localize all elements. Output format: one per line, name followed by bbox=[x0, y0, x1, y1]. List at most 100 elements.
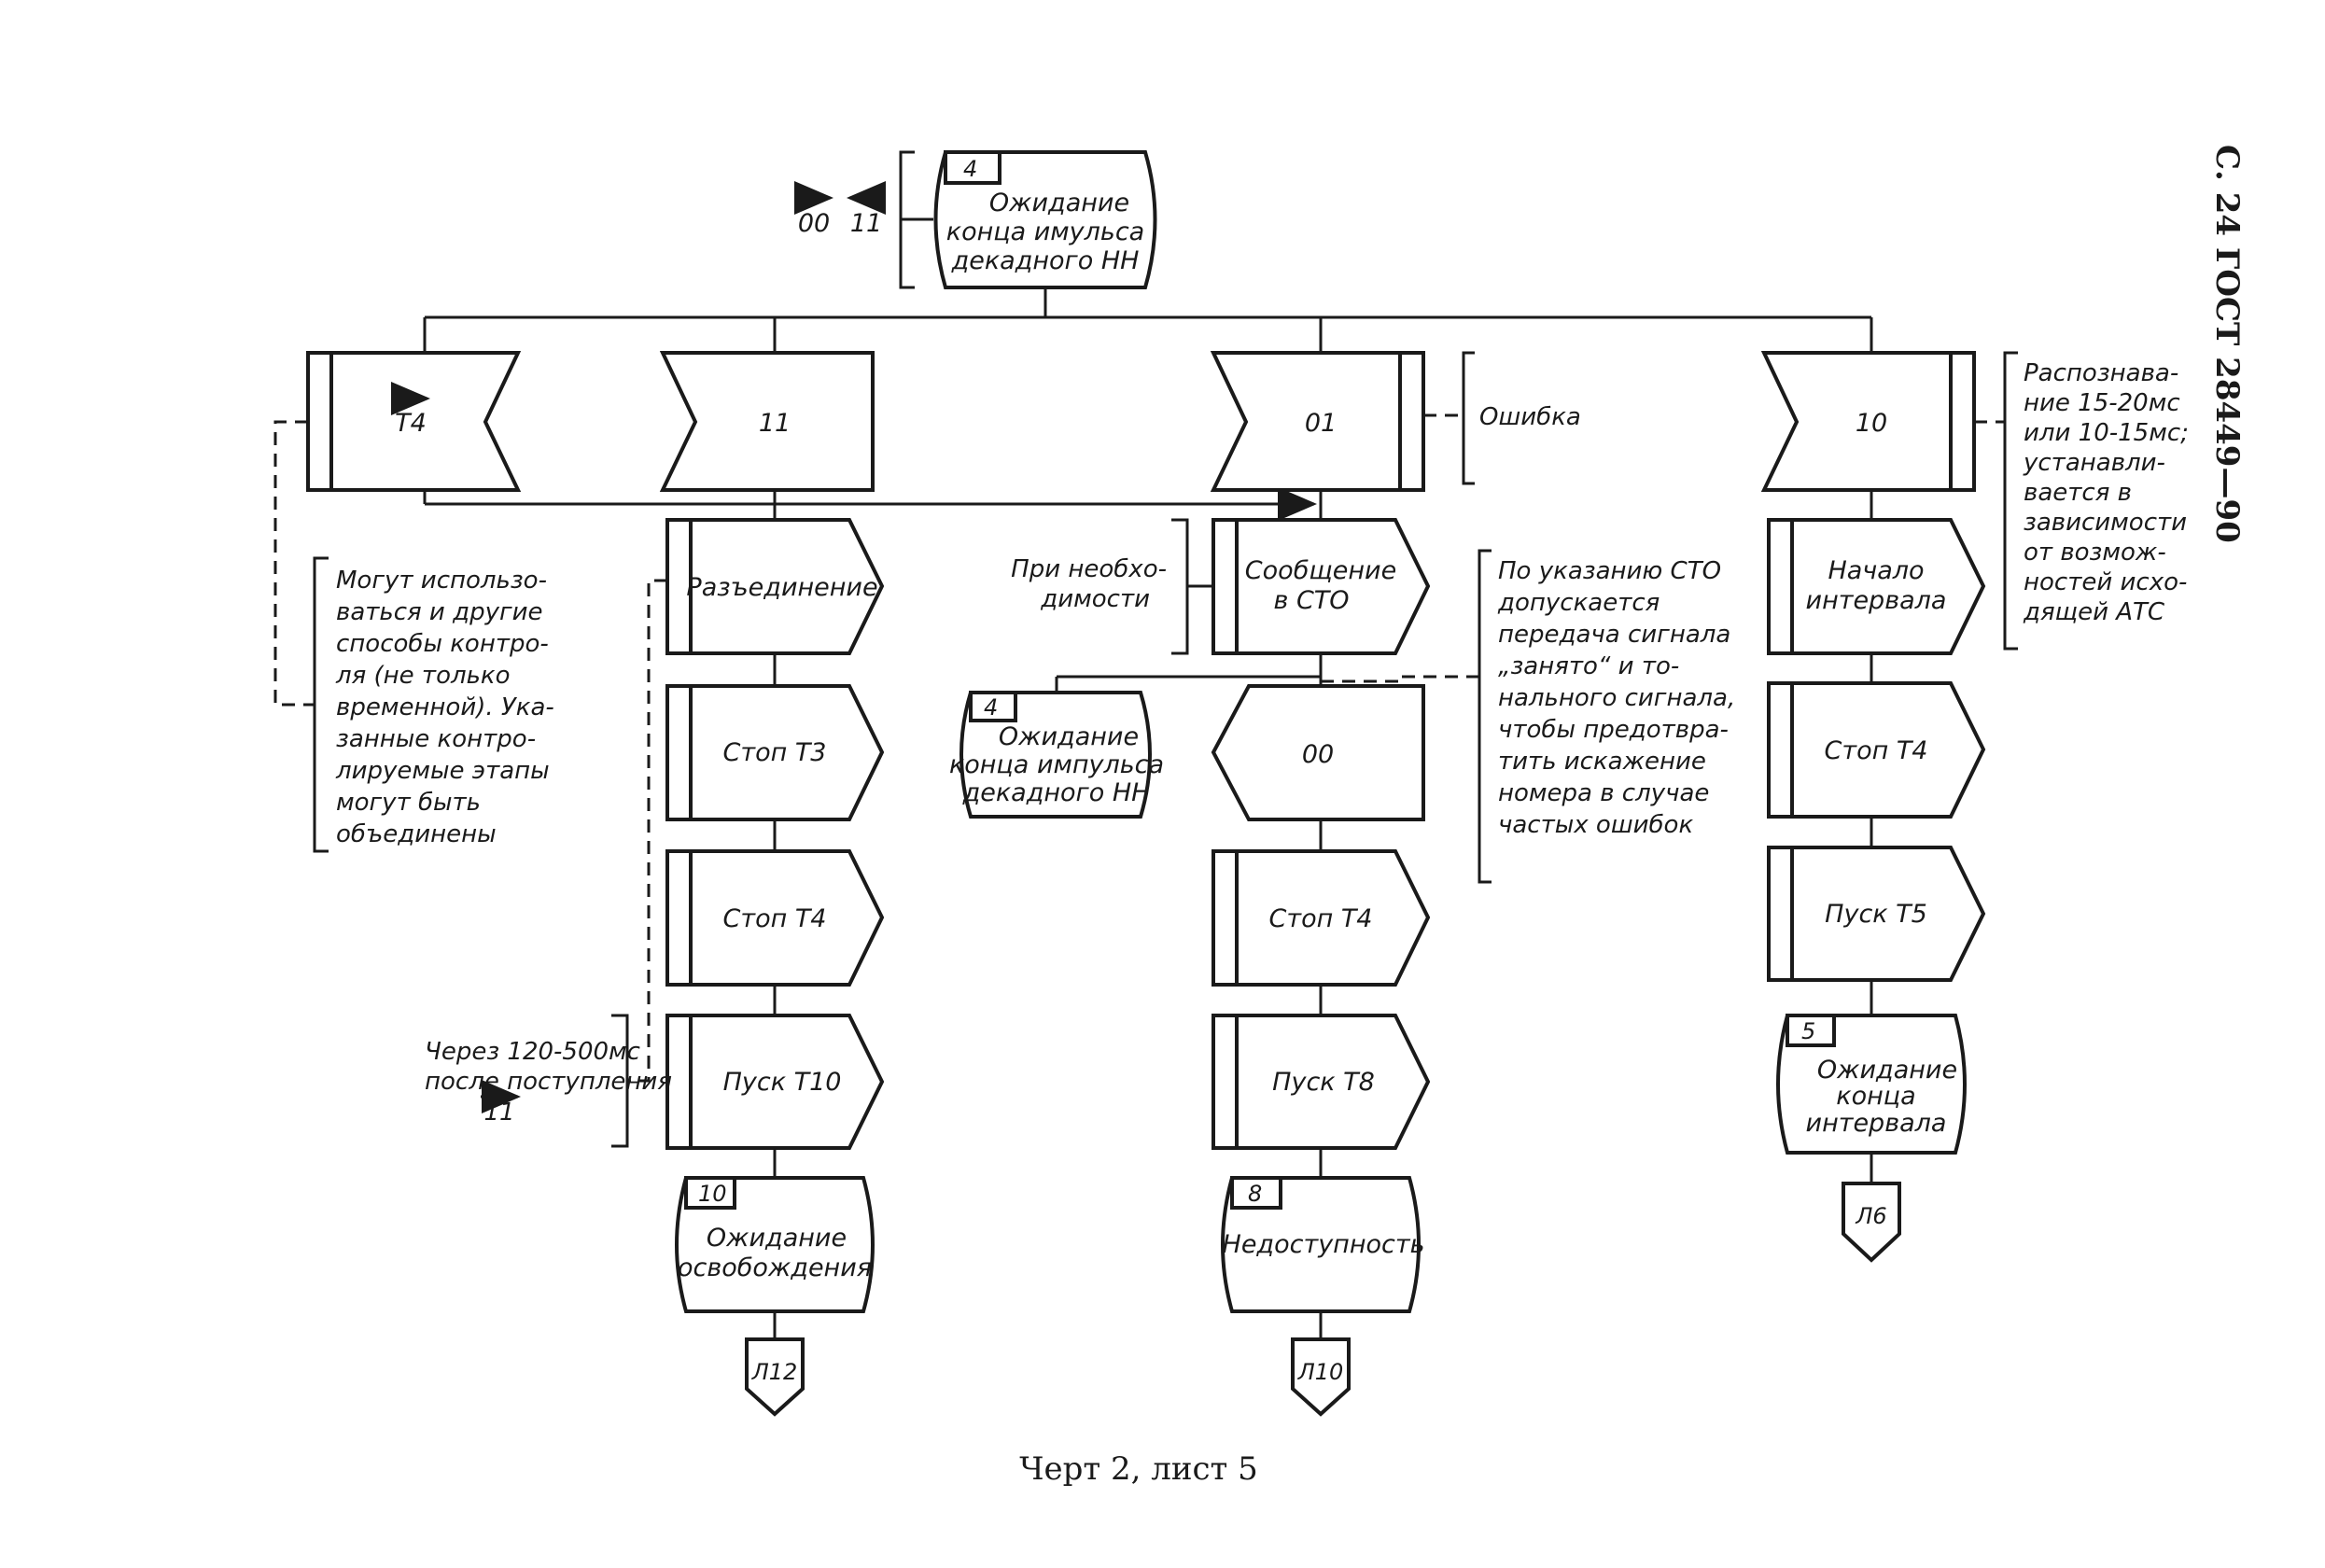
svg-text:чтобы предотвра-: чтобы предотвра- bbox=[1498, 716, 1729, 744]
note-recognition: Распознава- ние 15-20мс или 10-15мс; уст… bbox=[1974, 351, 2189, 651]
svg-text:передача сигнала: передача сигнала bbox=[1498, 621, 1730, 649]
svg-text:Л6: Л6 bbox=[1855, 1203, 1886, 1229]
svg-text:димости: димости bbox=[1040, 585, 1150, 613]
svg-text:Ожидание: Ожидание bbox=[1817, 1056, 1957, 1085]
svg-text:Сообщение: Сообщение bbox=[1245, 556, 1396, 585]
svg-text:вается в: вается в bbox=[2024, 479, 2132, 507]
input-label: 11 bbox=[759, 409, 791, 438]
state-number: 4 bbox=[963, 156, 977, 182]
svg-text:Л12: Л12 bbox=[751, 1359, 798, 1385]
task-pusk-t8: Пуск Т8 bbox=[1212, 1014, 1431, 1150]
top-signals-bracket: 00 11 bbox=[794, 150, 933, 289]
state-4-side: 4 Ожидание конца импульса декадного НН bbox=[949, 691, 1164, 819]
svg-text:Ожидание: Ожидание bbox=[999, 722, 1139, 751]
input-label: T4 bbox=[395, 409, 427, 438]
svg-text:объединены: объединены bbox=[336, 820, 497, 848]
svg-text:ностей исхо-: ностей исхо- bbox=[2024, 568, 2187, 596]
signal-00-label: 00 bbox=[798, 209, 830, 238]
task-pusk-t5: Пуск Т5 bbox=[1767, 846, 1986, 982]
input-01: 01 bbox=[1210, 351, 1425, 492]
connector-l6: Л6 bbox=[1842, 1182, 1901, 1263]
note-error: Ошибка bbox=[1423, 351, 1581, 485]
svg-text:При необхо-: При необхо- bbox=[1011, 555, 1167, 583]
note-control-methods: Могут использо- ваться и другие способы … bbox=[273, 420, 554, 853]
note-necessity: При необхо- димости bbox=[1011, 518, 1213, 655]
svg-text:тить искажение: тить искажение bbox=[1498, 748, 1706, 776]
svg-text:интервала: интервала bbox=[1806, 586, 1947, 615]
note-delay: Через 120-500мс после поступления 11 bbox=[425, 579, 672, 1148]
column-11: Разъединение Стоп Т3 Стоп Т4 Пуск Т10 10… bbox=[665, 518, 885, 1417]
svg-text:конца: конца bbox=[1836, 1082, 1915, 1111]
task-pusk-t10: Пуск Т10 bbox=[665, 1014, 885, 1150]
svg-text:освобождения: освобождения bbox=[678, 1253, 872, 1282]
svg-text:Через 120-500мс: Через 120-500мс bbox=[425, 1038, 640, 1066]
input-10: 10 bbox=[1760, 351, 1976, 492]
svg-text:частых ошибок: частых ошибок bbox=[1498, 811, 1693, 839]
svg-text:лируемые этапы: лируемые этапы bbox=[335, 757, 550, 785]
svg-text:Пуск Т10: Пуск Т10 bbox=[723, 1068, 842, 1097]
state-8: 8 Недоступность bbox=[1221, 1176, 1425, 1313]
svg-text:Ошибка: Ошибка bbox=[1479, 403, 1581, 431]
svg-text:Недоступность: Недоступность bbox=[1223, 1230, 1425, 1259]
state-line: Ожидание bbox=[989, 189, 1129, 217]
svg-text:нального сигнала,: нального сигнала, bbox=[1498, 684, 1735, 712]
state-line: конца имульса bbox=[946, 217, 1144, 246]
svg-text:Пуск Т5: Пуск Т5 bbox=[1825, 900, 1927, 929]
svg-text:Л10: Л10 bbox=[1297, 1359, 1344, 1385]
svg-text:„занято“ и то-: „занято“ и то- bbox=[1498, 652, 1679, 680]
output-00: 00 bbox=[1211, 684, 1425, 821]
task-nachalo-intervala: Начало интервала bbox=[1767, 518, 1986, 655]
flow-lines bbox=[423, 287, 1873, 1339]
svg-text:после поступления: после поступления bbox=[425, 1068, 672, 1096]
svg-text:Могут использо-: Могут использо- bbox=[336, 567, 547, 595]
svg-text:от возмож-: от возмож- bbox=[2024, 539, 2166, 567]
svg-text:или 10-15мс;: или 10-15мс; bbox=[2024, 419, 2189, 447]
svg-text:могут быть: могут быть bbox=[336, 789, 481, 817]
signal-11-label: 11 bbox=[850, 209, 882, 238]
svg-text:Стоп Т4: Стоп Т4 bbox=[722, 904, 826, 933]
svg-text:Стоп Т3: Стоп Т3 bbox=[722, 738, 826, 767]
svg-text:интервала: интервала bbox=[1806, 1109, 1947, 1138]
state-5: 5 Ожидание конца интервала bbox=[1776, 1014, 1967, 1155]
task-soobshchenie-v-sto: Сообщение в СТО bbox=[1212, 518, 1431, 655]
svg-text:устанавли-: устанавли- bbox=[2023, 449, 2165, 477]
state-10: 10 Ожидание освобождения bbox=[675, 1176, 875, 1313]
task-stop-t4: Стоп Т4 bbox=[1767, 681, 1986, 819]
svg-text:способы контро-: способы контро- bbox=[336, 630, 549, 658]
svg-text:11: 11 bbox=[483, 1099, 514, 1127]
svg-text:Стоп Т4: Стоп Т4 bbox=[1824, 736, 1927, 765]
svg-text:зависимости: зависимости bbox=[2024, 509, 2187, 537]
svg-text:Разъединение: Разъединение bbox=[686, 573, 877, 602]
input-11: 11 bbox=[659, 351, 875, 492]
svg-text:временной). Ука-: временной). Ука- bbox=[336, 693, 554, 721]
input-label: 10 bbox=[1856, 409, 1887, 438]
svg-text:По указанию СТО: По указанию СТО bbox=[1498, 557, 1721, 585]
input-label: 01 bbox=[1305, 409, 1337, 438]
svg-text:дящей АТС: дящей АТС bbox=[2023, 598, 2165, 626]
state-number: 5 bbox=[1801, 1018, 1815, 1044]
svg-text:00: 00 bbox=[1302, 740, 1334, 769]
svg-text:ля (не только: ля (не только bbox=[335, 662, 511, 690]
connector-l12: Л12 bbox=[745, 1337, 805, 1417]
svg-text:в СТО: в СТО bbox=[1273, 586, 1349, 615]
svg-text:Распознава-: Распознава- bbox=[2024, 359, 2178, 387]
state-line: декадного НН bbox=[951, 246, 1140, 275]
input-t4: T4 bbox=[306, 351, 522, 492]
page-header: С. 24 ГОСТ 28449—90 bbox=[2208, 145, 2246, 543]
svg-text:ние 15-20мс: ние 15-20мс bbox=[2024, 389, 2180, 417]
svg-text:Начало: Начало bbox=[1828, 556, 1924, 585]
state-number: 4 bbox=[984, 694, 998, 721]
column-01: Сообщение в СТО 00 Стоп Т4 Пуск Т8 8 Нед… bbox=[949, 518, 1431, 1417]
state-number: 8 bbox=[1248, 1181, 1262, 1207]
state-number: 10 bbox=[698, 1181, 727, 1207]
svg-text:Стоп Т4: Стоп Т4 bbox=[1268, 904, 1372, 933]
svg-text:Пуск Т8: Пуск Т8 bbox=[1272, 1068, 1375, 1097]
svg-text:Ожидание: Ожидание bbox=[707, 1224, 847, 1253]
figure-caption: Черт 2, лист 5 bbox=[1019, 1450, 1258, 1488]
svg-text:декадного НН: декадного НН bbox=[962, 778, 1151, 807]
task-stop-t4: Стоп Т4 bbox=[665, 849, 885, 987]
task-razedinenie: Разъединение bbox=[665, 518, 885, 655]
svg-text:номера в случае: номера в случае bbox=[1498, 779, 1709, 807]
state-4-top: 4 Ожидание конца имульса декадного НН bbox=[933, 150, 1157, 289]
